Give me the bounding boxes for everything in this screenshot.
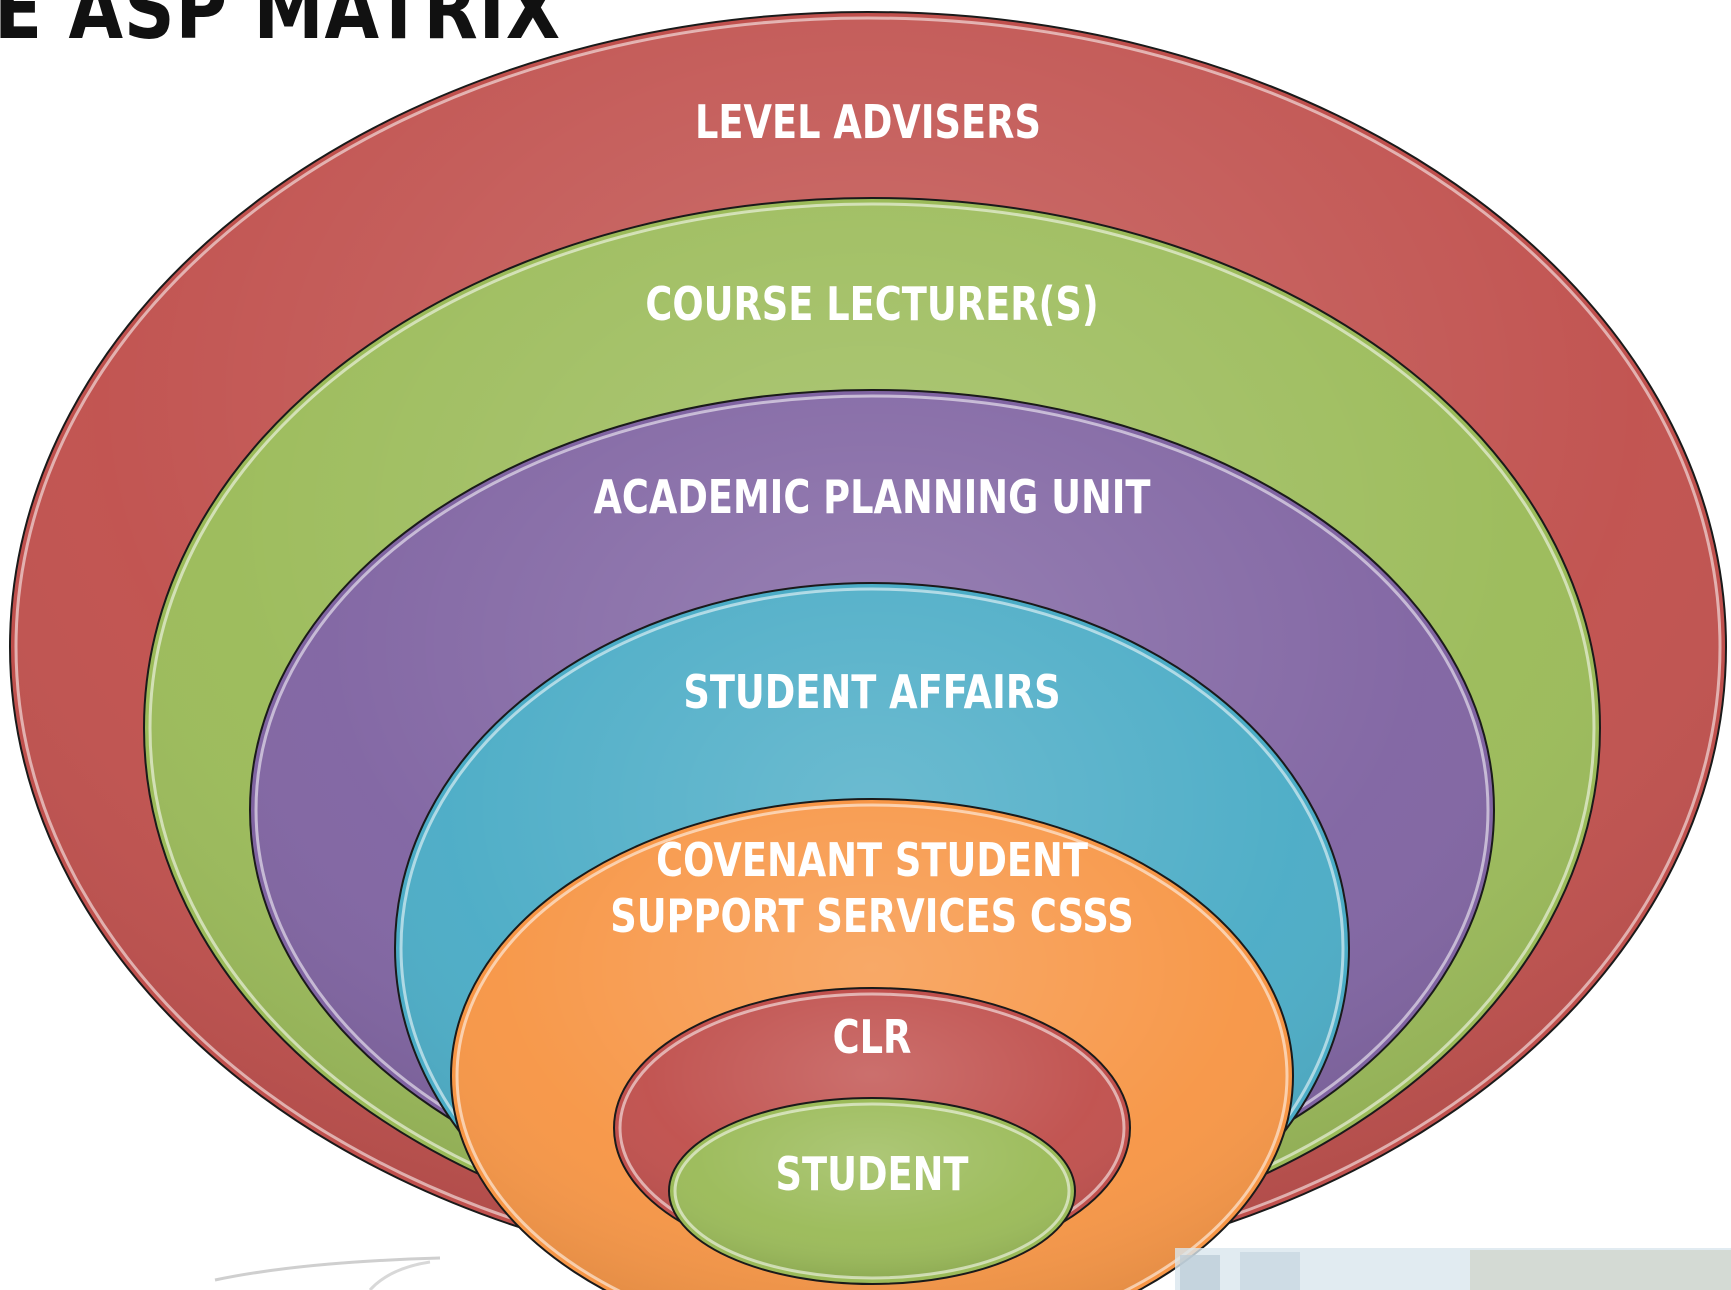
layer-label: ACADEMIC PLANNING UNIT xyxy=(593,470,1151,524)
layer-7: STUDENT xyxy=(668,1097,1076,1285)
layer-label: COVENANT STUDENT xyxy=(656,833,1088,887)
layer-label: COURSE LECTURER(S) xyxy=(645,277,1098,331)
layer-gloss xyxy=(673,1102,1071,1280)
layer-label: SUPPORT SERVICES CSSS xyxy=(610,889,1134,943)
layer-label: STUDENT AFFAIRS xyxy=(683,665,1060,719)
slide-title: E ASP MATRIX xyxy=(0,0,561,58)
layer-label: CLR xyxy=(833,1010,912,1064)
layer-label: LEVEL ADVISERS xyxy=(695,95,1041,149)
layer-label: STUDENT xyxy=(775,1147,969,1201)
